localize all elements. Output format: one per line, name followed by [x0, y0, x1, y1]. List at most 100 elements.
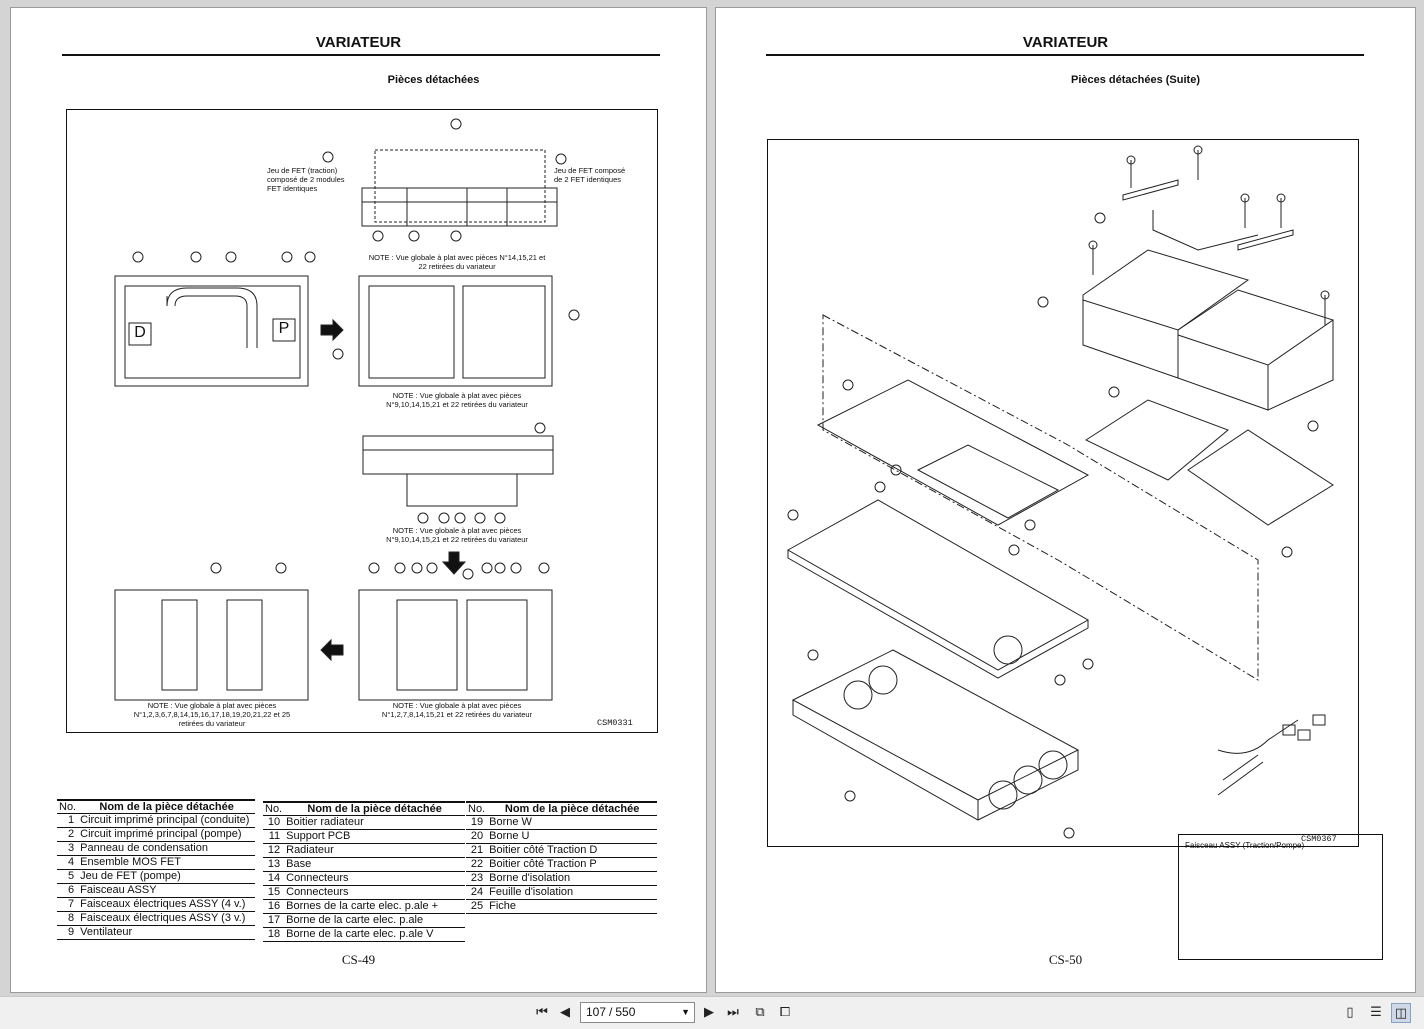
- note-3: NOTE : Vue globale à plat avec pièces N°…: [386, 526, 528, 544]
- part-number: 6: [57, 883, 79, 898]
- part-name: Ensemble MOS FET: [78, 855, 256, 870]
- part-name: Borne U: [487, 829, 658, 844]
- controller-exploded-drawing: [786, 145, 1335, 839]
- page-cs-50: VARIATEUR Pièces détachées (Suite): [715, 7, 1416, 993]
- total-pages: 550: [615, 1005, 636, 1019]
- part-number: 12: [263, 843, 285, 858]
- col-no-header: No.: [466, 801, 488, 816]
- exploded-diagram-figure: Jeu de FET (traction) composé de 2 modul…: [66, 109, 658, 733]
- part-name: Bornes de la carte elec. p.ale +: [284, 899, 466, 914]
- page-subtitle: Pièces détachées: [387, 74, 480, 86]
- note-1: NOTE : Vue globale à plat avec pièces N°…: [368, 253, 546, 271]
- page-number: CS-50: [1048, 952, 1083, 967]
- letter-d: D: [134, 324, 146, 341]
- page-number-select[interactable]: 107/550 ▼: [580, 1002, 695, 1023]
- part-number: 8: [57, 911, 79, 926]
- part-name: Support PCB: [284, 829, 466, 844]
- part-name: Feuille d'isolation: [487, 885, 658, 900]
- part-number: 17: [263, 913, 285, 928]
- two-page-icon: ◫: [1394, 1006, 1408, 1021]
- part-name: Boitier côté Traction D: [487, 843, 658, 858]
- last-page-icon: ⏭: [727, 1005, 739, 1020]
- page-title: VARIATEUR: [315, 34, 402, 51]
- part-number: 19: [466, 815, 488, 830]
- part-name: Ventilateur: [78, 925, 256, 940]
- current-page: 107: [586, 1005, 607, 1019]
- document-viewer: VARIATEUR Pièces détachées: [0, 0, 1424, 996]
- first-page-button[interactable]: ⏮: [532, 1003, 552, 1023]
- part-number: 1: [57, 813, 79, 828]
- page-subtitle: Pièces détachées (Suite): [1070, 74, 1200, 86]
- previous-page-icon: ◀: [560, 1005, 570, 1020]
- col-no-header: No.: [57, 799, 79, 814]
- last-page-button[interactable]: ⏭: [723, 1003, 743, 1023]
- part-name: Faisceaux électriques ASSY (3 v.): [78, 911, 256, 926]
- single-page-view-button[interactable]: ▯: [1340, 1003, 1360, 1023]
- part-name: Borne W: [487, 815, 658, 830]
- part-number: 9: [57, 925, 79, 940]
- fet-traction-label: Jeu de FET (traction) composé de 2 modul…: [267, 166, 345, 193]
- part-number: 14: [263, 871, 285, 886]
- two-page-view-button[interactable]: ◫: [1391, 1003, 1411, 1023]
- first-page-icon: ⏮: [536, 1005, 548, 1020]
- part-name: Borne d'isolation: [487, 871, 658, 886]
- previous-page-button[interactable]: ◀: [555, 1003, 575, 1023]
- fit-width-button[interactable]: ⧠: [775, 1003, 795, 1023]
- next-page-icon: ▶: [704, 1005, 714, 1020]
- note-5: NOTE : Vue globale à plat avec pièces N°…: [381, 701, 533, 719]
- exploded-diagram-figure: Faisceau ASSY (Traction/Pompe) CSM0367: [767, 139, 1383, 960]
- part-name: Connecteurs: [284, 871, 466, 886]
- chevron-down-icon: ▼: [681, 1007, 690, 1017]
- part-number: 4: [57, 855, 79, 870]
- part-name: Boitier côté Traction P: [487, 857, 658, 872]
- harness-inset: Faisceau ASSY (Traction/Pompe): [1178, 834, 1383, 960]
- part-number: 25: [466, 899, 488, 914]
- inset-title: Faisceau ASSY (Traction/Pompe): [1185, 841, 1305, 850]
- part-number: 23: [466, 871, 488, 886]
- part-name: Radiateur: [284, 843, 466, 858]
- part-number: 22: [466, 857, 488, 872]
- part-number: 16: [263, 899, 285, 914]
- page-separator: /: [609, 1005, 613, 1019]
- part-name: Circuit imprimé principal (pompe): [78, 827, 256, 842]
- figure-code: CSM0331: [597, 718, 633, 728]
- part-name: Connecteurs: [284, 885, 466, 900]
- part-name: Base: [284, 857, 466, 872]
- title-rule: [62, 54, 660, 56]
- part-name: Panneau de condensation: [78, 841, 256, 856]
- note-2: NOTE : Vue globale à plat avec pièces N°…: [386, 391, 528, 409]
- fit-page-button[interactable]: ⧉: [750, 1003, 770, 1023]
- next-page-button[interactable]: ▶: [699, 1003, 719, 1023]
- page-number: CS-49: [341, 952, 376, 967]
- letter-p: P: [278, 320, 290, 337]
- col-name-header: Nom de la pièce détachée: [284, 801, 466, 816]
- part-number: 13: [263, 857, 285, 872]
- part-name: Borne de la carte elec. p.ale V: [284, 927, 466, 942]
- part-number: 11: [263, 829, 285, 844]
- part-number: 2: [57, 827, 79, 842]
- continuous-icon: ☰: [1370, 1005, 1382, 1020]
- part-number: 5: [57, 869, 79, 884]
- continuous-view-button[interactable]: ☰: [1366, 1003, 1386, 1023]
- part-number: 24: [466, 885, 488, 900]
- part-name: Faisceaux électriques ASSY (4 v.): [78, 897, 256, 912]
